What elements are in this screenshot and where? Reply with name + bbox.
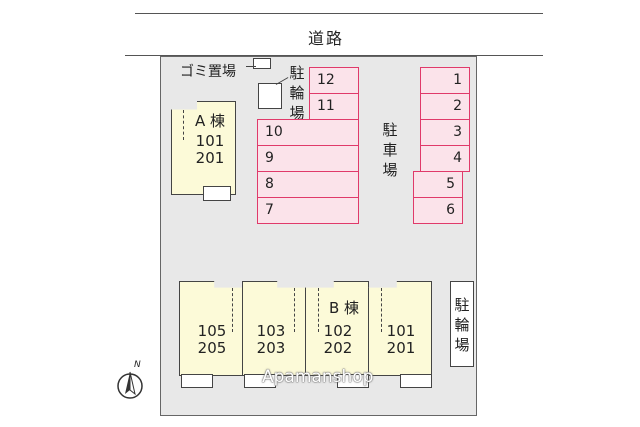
building-a-dashed-line — [183, 110, 184, 140]
building-a-unit-lower: 101 — [195, 132, 225, 150]
b-unit-lower-0: 105 — [197, 322, 227, 340]
parking-label: 駐車場 — [382, 121, 398, 179]
road-label: 道路 — [308, 29, 345, 48]
parking-slot-4: 4 — [420, 145, 470, 172]
bike-parking-top-label: 駐輪場 — [289, 64, 305, 122]
garbage-label: ゴミ置場 — [180, 64, 236, 80]
parking-slot-1: 1 — [420, 67, 470, 94]
parking-slot-3: 3 — [420, 119, 470, 146]
b-unit-lower-3: 101 — [386, 322, 416, 340]
building-b-unit-101 — [368, 281, 432, 376]
parking-slot-5: 5 — [413, 171, 463, 198]
parking-slot-10: 10 — [257, 119, 359, 146]
b-unit-upper-0: 205 — [197, 339, 227, 357]
b-unit-upper-3: 201 — [386, 339, 416, 357]
compass-icon — [117, 371, 143, 399]
building-a-unit-upper: 201 — [195, 149, 225, 167]
building-b-unit-103 — [242, 281, 306, 376]
parking-slot-8: 8 — [257, 171, 359, 198]
building-b-name: B 棟 — [328, 299, 360, 317]
parking-slot-2: 2 — [420, 93, 470, 120]
garbage-leader — [246, 66, 256, 67]
garbage-box — [253, 58, 271, 69]
b-dashed-2 — [294, 288, 295, 332]
parking-slot-11: 11 — [309, 93, 359, 120]
b-entrance-1 — [181, 374, 213, 388]
watermark: Apamanshop — [262, 367, 374, 387]
b-entrance-2 — [244, 374, 276, 388]
building-a-name: A 棟 — [194, 112, 226, 130]
b-entrance-4 — [400, 374, 432, 388]
parking-slot-12: 12 — [309, 67, 359, 94]
parking-slot-7: 7 — [257, 197, 359, 224]
b-dashed-4 — [381, 288, 382, 332]
bike-parking-box — [258, 83, 282, 109]
building-a — [171, 101, 236, 195]
b-dashed-1 — [232, 288, 233, 332]
road-edge-bottom — [125, 55, 543, 56]
b-unit-upper-1: 203 — [256, 339, 286, 357]
b-entrance-3 — [337, 374, 369, 388]
b-unit-lower-2: 102 — [323, 322, 353, 340]
compass-label: N — [134, 360, 141, 370]
bike-parking-right-label: 駐輪場 — [454, 296, 470, 354]
b-dashed-3 — [318, 288, 319, 332]
building-a-entrance — [203, 186, 231, 201]
parking-slot-6: 6 — [413, 197, 463, 224]
b-unit-upper-2: 202 — [323, 339, 353, 357]
bike-parking-right — [450, 281, 474, 367]
parking-slot-9: 9 — [257, 145, 359, 172]
road-edge-top — [135, 13, 543, 14]
b-unit-lower-1: 103 — [256, 322, 286, 340]
